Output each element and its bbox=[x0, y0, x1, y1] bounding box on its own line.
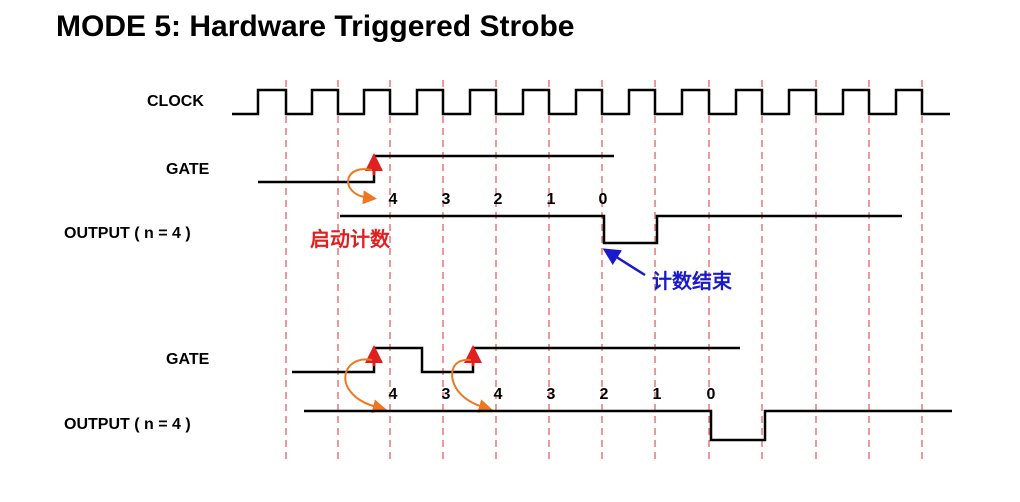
gate2-trigger-arrow-2 bbox=[451, 358, 493, 413]
count-bottom-3a: 3 bbox=[441, 386, 451, 403]
count-top-3: 3 bbox=[441, 191, 451, 208]
diagram-title: MODE 5: Hardware Triggered Strobe bbox=[56, 10, 575, 43]
output1-label: OUTPUT ( n = 4 ) bbox=[64, 225, 191, 242]
gate2-trigger-arrow-1 bbox=[344, 358, 387, 414]
count-bottom-4a: 4 bbox=[388, 386, 398, 403]
count-end-arrow bbox=[602, 248, 646, 277]
gate1-label: GATE bbox=[166, 161, 210, 178]
count-bottom-1: 1 bbox=[652, 386, 662, 403]
clock-label: CLOCK bbox=[147, 93, 204, 110]
output2-waveform bbox=[304, 409, 952, 442]
count-top-2: 2 bbox=[493, 191, 503, 208]
gate1-trigger-arrow bbox=[347, 168, 377, 205]
output1-waveform bbox=[340, 214, 902, 245]
clock-edge-gridlines bbox=[285, 80, 923, 462]
count-bottom-2: 2 bbox=[599, 386, 609, 403]
clock-waveform bbox=[232, 88, 950, 116]
count-top-4: 4 bbox=[388, 191, 398, 208]
gate1-waveform bbox=[258, 154, 614, 184]
count-bottom-4b: 4 bbox=[493, 386, 503, 403]
count-top-1: 1 bbox=[546, 191, 556, 208]
gate2-label: GATE bbox=[166, 351, 210, 368]
count-bottom-3b: 3 bbox=[546, 386, 556, 403]
start-count-annotation: 启动计数 bbox=[310, 227, 390, 251]
count-bottom-0: 0 bbox=[706, 386, 716, 403]
count-end-annotation: 计数结束 bbox=[652, 269, 732, 293]
count-top-0: 0 bbox=[598, 191, 608, 208]
output2-label: OUTPUT ( n = 4 ) bbox=[64, 416, 191, 433]
